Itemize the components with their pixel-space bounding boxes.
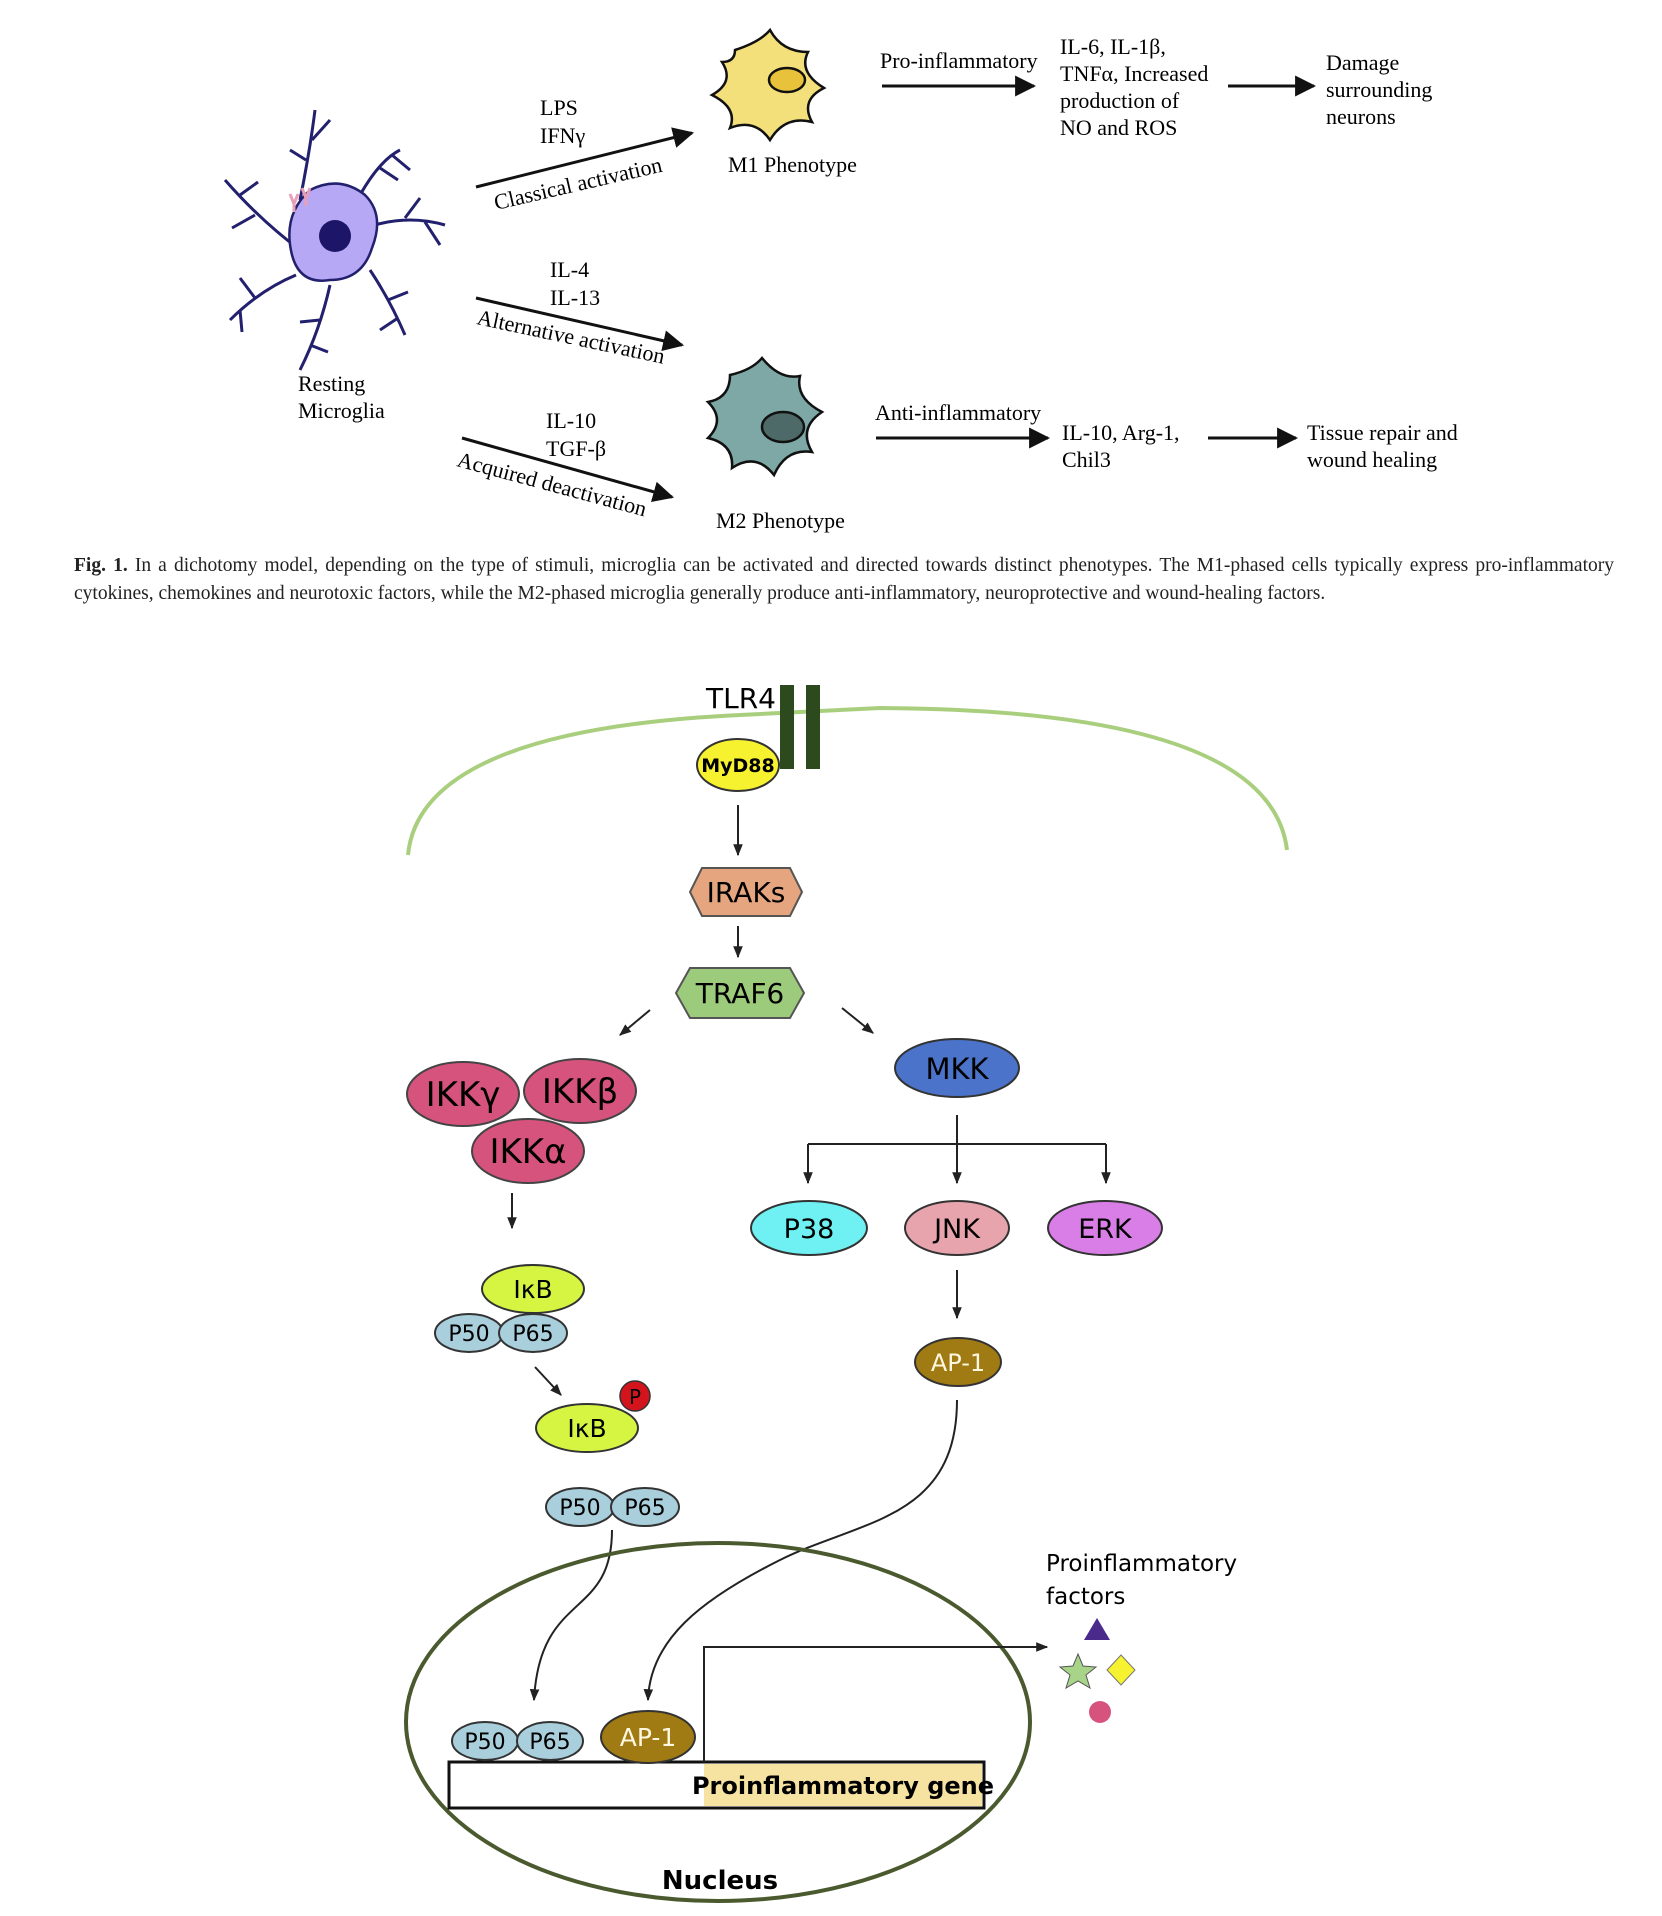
acquired-deactivation-arrow <box>461 436 675 502</box>
phosphate-label: P <box>629 1385 641 1409</box>
pro-inflammatory-label: Pro-inflammatory <box>880 48 1038 73</box>
m2-nucleus <box>760 410 806 444</box>
p50-label-bound: P50 <box>448 1322 489 1347</box>
classical-activation-arrow <box>475 127 695 189</box>
factors-label-line1: Proinflammatory <box>1046 1551 1237 1577</box>
receptor-icon <box>288 187 312 212</box>
repair-line2: wound healing <box>1307 447 1437 472</box>
p65-node-nucleus <box>516 1721 584 1761</box>
m1-output-line4: NO and ROS <box>1060 115 1177 140</box>
iraks-node <box>688 867 804 917</box>
diamond-factor-icon <box>1106 1654 1136 1686</box>
caption-text: In a dichotomy model, depending on the t… <box>74 555 1615 604</box>
ap1-node-cytoplasm <box>914 1337 1002 1387</box>
arrow-ikb-phosphorylation <box>534 1366 562 1396</box>
ikkb-node <box>523 1058 637 1124</box>
ikka-node <box>471 1118 585 1184</box>
caption-label: Fig. 1. <box>74 555 128 576</box>
tlr4-label: TLR4 <box>705 682 776 715</box>
erk-label: ERK <box>1078 1214 1133 1245</box>
nucleus-boundary <box>404 1541 1032 1903</box>
m2-output-line2: Chil3 <box>1062 447 1111 472</box>
ap1-label-cytoplasm: AP-1 <box>931 1349 985 1377</box>
phosphate-node <box>619 1380 651 1412</box>
p65-node-bound <box>498 1313 568 1353</box>
p65-label-nucleus: P65 <box>529 1730 570 1755</box>
p38-node <box>750 1200 868 1256</box>
resting-label-line1: Resting <box>298 371 365 396</box>
tlr4-bar-right <box>806 685 820 769</box>
arrow-traf6-mkk <box>841 1007 874 1034</box>
traf6-node <box>674 967 806 1019</box>
damage-line1: Damage <box>1326 50 1399 75</box>
alternative-stimulus-2: IL-13 <box>550 285 600 310</box>
anti-inflammatory-label: Anti-inflammatory <box>875 400 1041 425</box>
resting-microglia-icon <box>223 109 446 371</box>
m1-cell-icon <box>709 27 827 143</box>
tlr4-bar-left <box>780 685 794 769</box>
nucleus-label: Nucleus <box>662 1866 778 1896</box>
gene-expression-arrow <box>703 1642 1049 1762</box>
resting-microglia-nucleus <box>319 220 351 252</box>
alternative-activation-arrow <box>475 296 685 352</box>
m1-output-line2: TNFα, Increased <box>1060 61 1208 86</box>
mkk-branch-connector <box>803 1115 1111 1185</box>
p65-label-free: P65 <box>624 1496 665 1521</box>
ikkg-label: IKKγ <box>426 1075 501 1115</box>
ap1-node-nucleus <box>600 1710 696 1764</box>
p50-label-free: P50 <box>559 1496 600 1521</box>
m2-cell-icon <box>705 356 825 478</box>
m2-phenotype-label: M2 Phenotype <box>716 508 845 533</box>
p50-label-nucleus: P50 <box>464 1730 505 1755</box>
m2-output-line1: IL-10, Arg-1, <box>1062 420 1180 445</box>
figure-1: Resting Microglia LPS IFNγ Classical act… <box>223 27 1458 533</box>
p38-label: P38 <box>784 1214 835 1245</box>
triangle-factor-icon <box>1084 1618 1110 1640</box>
acquired-stimulus-1: IL-10 <box>546 408 596 433</box>
p65-node-free <box>610 1487 680 1527</box>
factors-label-line2: factors <box>1046 1584 1125 1610</box>
myd88-label: MyD88 <box>701 755 775 777</box>
acquired-stimulus-2: TGF-β <box>546 436 606 461</box>
traf6-label: TRAF6 <box>695 977 785 1010</box>
star-factor-icon <box>1058 1652 1098 1690</box>
proinflammatory-gene-label: Proinflammatory gene <box>692 1772 994 1800</box>
ikb-label-phosphorylated: IκB <box>567 1414 606 1443</box>
m1-output-line1: IL-6, IL-1β, <box>1060 34 1166 59</box>
jnk-node <box>904 1200 1010 1256</box>
figure-caption: Fig. 1. In a dichotomy model, depending … <box>74 552 1614 608</box>
iraks-label: IRAKs <box>707 876 786 909</box>
proinflammatory-gene-box <box>704 1764 982 1806</box>
alternative-stimulus-1: IL-4 <box>550 257 589 282</box>
circle-factor-icon <box>1089 1701 1111 1723</box>
arrow-ap1-nucleus <box>643 1399 958 1702</box>
ikb-node-phosphorylated <box>535 1403 639 1453</box>
arrow-p50p65-nucleus <box>529 1529 613 1702</box>
ikkg-node <box>406 1061 520 1127</box>
classical-stimulus-2: IFNγ <box>540 123 585 148</box>
ikka-label: IKKα <box>489 1132 566 1172</box>
cell-membrane <box>406 705 1289 856</box>
arrow-traf6-ikk <box>619 1009 651 1036</box>
resting-label-line2: Microglia <box>298 398 385 423</box>
m1-output-line3: production of <box>1060 88 1180 113</box>
p65-label-bound: P65 <box>512 1322 553 1347</box>
ikb-label-bound: IκB <box>513 1275 552 1304</box>
mkk-node <box>894 1038 1020 1098</box>
damage-line3: neurons <box>1326 104 1396 129</box>
mkk-label: MKK <box>925 1052 989 1086</box>
m1-phenotype-label: M1 Phenotype <box>728 152 857 177</box>
repair-line1: Tissue repair and <box>1307 420 1458 445</box>
figure-2: TLR4 MyD88 IRAKs TRAF6 IKKγ IKKβ IKKα MK… <box>404 682 1289 1903</box>
classical-stimulus-1: LPS <box>540 95 578 120</box>
damage-line2: surrounding <box>1326 77 1432 102</box>
erk-node <box>1047 1200 1163 1256</box>
ap1-label-nucleus: AP-1 <box>620 1723 677 1752</box>
ikkb-label: IKKβ <box>542 1072 618 1112</box>
myd88-node <box>696 738 780 792</box>
m1-nucleus <box>767 66 807 94</box>
jnk-label: JNK <box>932 1214 981 1245</box>
